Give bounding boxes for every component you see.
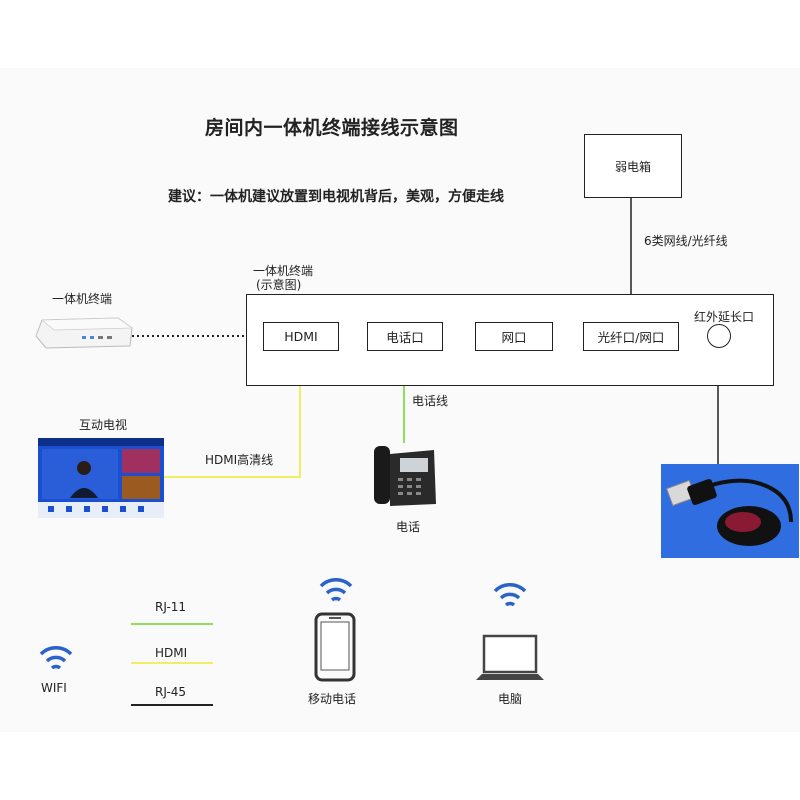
ir-extender-illustration: [661, 464, 799, 558]
terminal-caption-line2: (示意图): [256, 278, 302, 292]
legend-rj45-line: [131, 704, 213, 706]
wifi-label: WIFI: [41, 681, 67, 695]
port-ir-label: 红外延长口: [694, 310, 755, 324]
hdmi-cable: [163, 350, 301, 478]
tv-illustration: [38, 438, 164, 518]
legend-hdmi-line: [131, 662, 213, 664]
port-ir-circle: [707, 324, 731, 348]
port-fiber: 光纤口/网口: [583, 322, 679, 351]
port-fiber-label: 光纤口/网口: [597, 330, 665, 345]
desk-phone-illustration: [374, 446, 436, 506]
legend-hdmi-label: HDMI: [155, 646, 188, 660]
laptop-icon: [476, 634, 544, 680]
page-title: 房间内一体机终端接线示意图: [205, 117, 459, 139]
port-phone-label: 电话口: [386, 330, 424, 345]
terminal-device-illustration: [35, 317, 134, 349]
hdmi-cable-label: HDMI高清线: [205, 453, 274, 467]
legend-rj45-label: RJ-45: [155, 685, 187, 699]
port-phone: 电话口: [367, 322, 443, 351]
port-lan-label: 网口: [501, 330, 527, 345]
computer-wifi-icon: [493, 583, 527, 607]
terminal-device-label: 一体机终端: [52, 292, 113, 306]
mobile-phone-icon: [314, 612, 356, 682]
port-hdmi: HDMI: [263, 322, 339, 351]
mobile-label: 移动电话: [308, 692, 357, 706]
mobile-wifi-icon: [319, 578, 353, 602]
weak-current-box-label: 弱电箱: [614, 159, 651, 174]
legend-rj11-label: RJ-11: [155, 600, 187, 614]
phone-cable-label: 电话线: [412, 394, 449, 408]
port-lan: 网口: [475, 322, 553, 351]
computer-label: 电脑: [498, 692, 523, 706]
port-hdmi-label: HDMI: [284, 329, 318, 344]
placement-note: 建议：一体机建议放置到电视机背后，美观，方便走线: [168, 189, 504, 205]
phone-label: 电话: [396, 520, 421, 534]
weak-current-box: 弱电箱: [584, 134, 682, 198]
tv-label: 互动电视: [79, 418, 128, 432]
terminal-caption-line1: 一体机终端: [253, 264, 314, 278]
wifi-icon: [39, 646, 73, 670]
weak-cable-label: 6类网线/光纤线: [644, 234, 728, 248]
legend-rj11-line: [131, 623, 213, 625]
